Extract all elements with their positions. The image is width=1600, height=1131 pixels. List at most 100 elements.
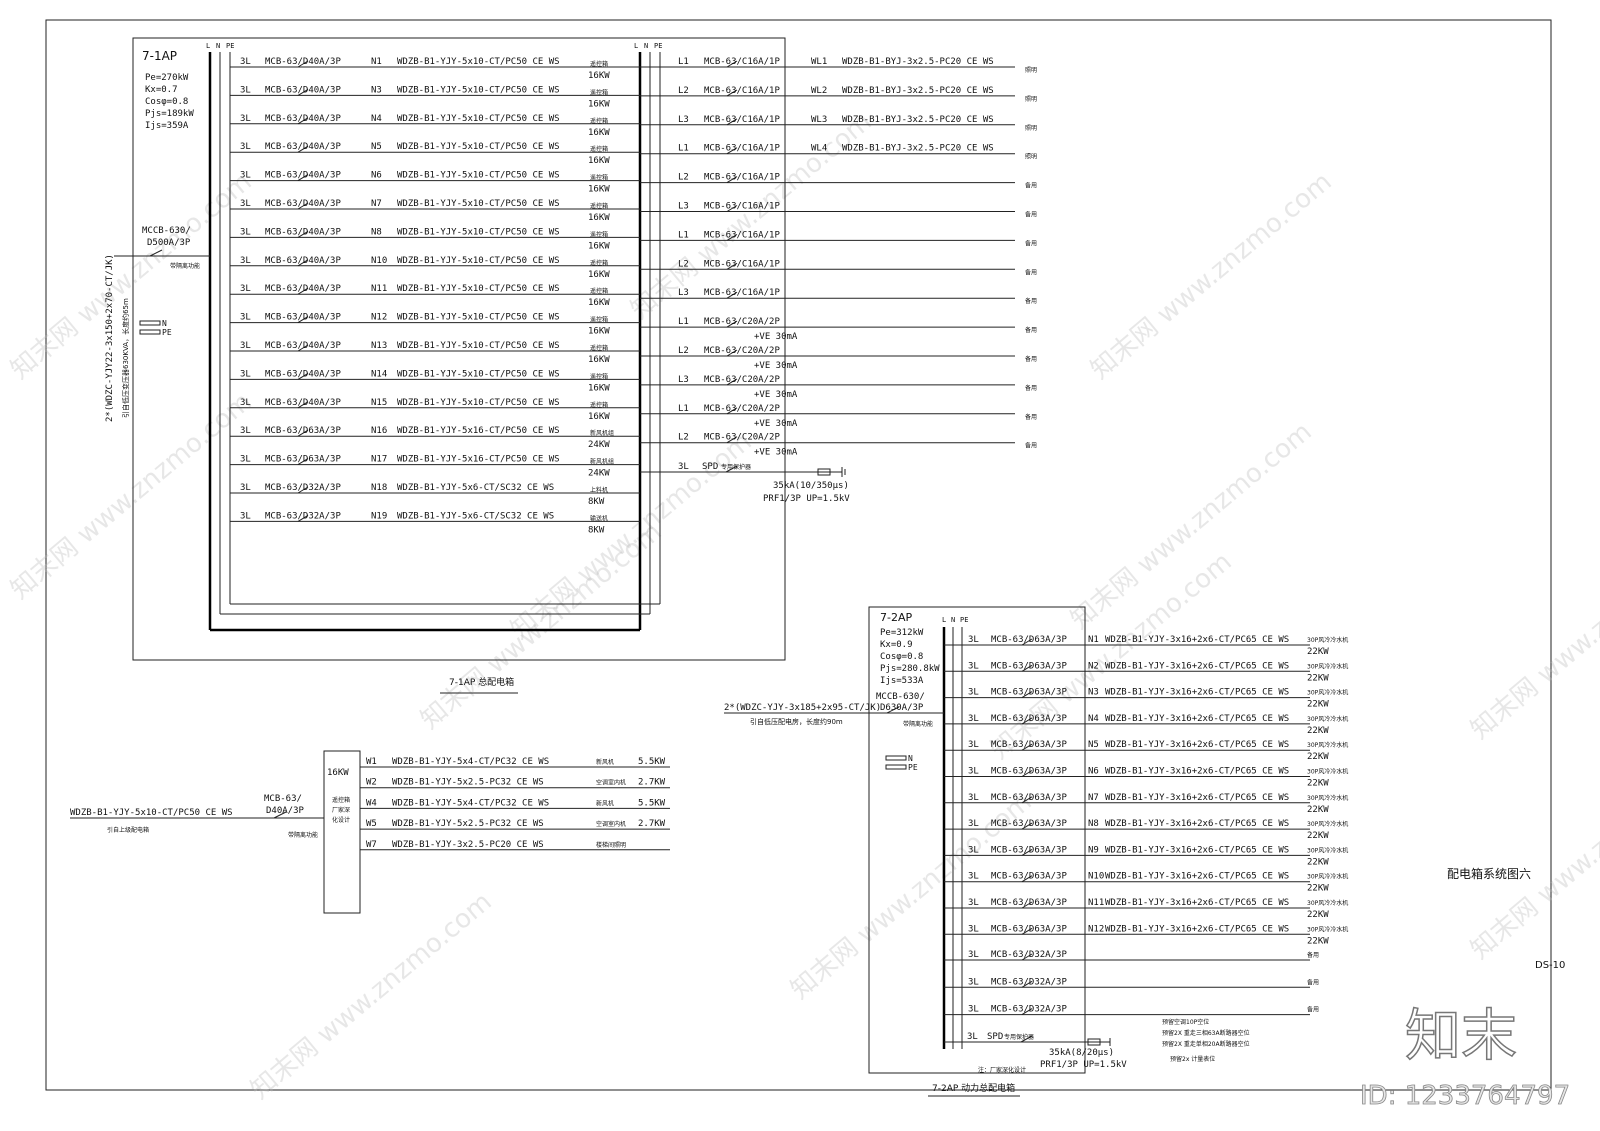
load-name: 30P风冷冷水机 <box>1307 741 1348 749</box>
load-power: 8KW <box>588 525 605 535</box>
breaker-label: MCB-63/D32A/3P <box>265 511 341 521</box>
main-breaker-label: MCCB-630/ <box>876 692 925 702</box>
load-name: 照明 <box>1025 96 1037 103</box>
circuit-phase: 3L <box>240 199 251 209</box>
breaker-label: MCB-63/C20A/2P <box>704 346 780 356</box>
circuit-id: W4 <box>366 798 377 808</box>
load-power: 16KW <box>588 298 610 308</box>
cable-spec: WDZB-B1-YJY-5x4-CT/PC32 CE WS <box>392 798 549 808</box>
load-power: 16KW <box>588 128 610 138</box>
drawing-frame <box>45 19 1552 1091</box>
cable-spec: WDZB-B1-YJY-3x16+2x6-CT/PC65 CE WS <box>1105 635 1289 645</box>
breaker-symbol <box>1021 875 1033 883</box>
bus-label-l: L <box>206 42 210 50</box>
breaker-label: MCB-63/D63A/3P <box>991 714 1067 724</box>
n-terminal-icon <box>139 320 161 326</box>
breaker-label: MCB-63/D40A/3P <box>265 171 341 181</box>
circuit-phase: 3L <box>240 426 251 436</box>
circuit-id: N11 <box>371 284 387 294</box>
n-terminal-label: N <box>908 754 913 763</box>
spd-label: SPD <box>702 462 718 472</box>
circuit-phase: 3L <box>240 57 251 67</box>
cable-spec: WDZB-B1-YJY-5x10-CT/PC50 CE WS <box>397 199 560 209</box>
circuit-id: N8 <box>1088 819 1099 829</box>
breaker-symbol <box>297 316 309 324</box>
cable-spec: WDZB-B1-YJY-5x16-CT/PC50 CE WS <box>397 455 560 465</box>
incoming-cable-label: 2*(WDZC-YJY-3x185+2x95-CT/JK) <box>724 703 881 713</box>
load-power: 24KW <box>588 440 610 450</box>
circuit-id: N1 <box>371 57 382 67</box>
load-name: 30P风冷冷水机 <box>1307 925 1348 933</box>
circuit-phase: L1 <box>678 144 689 154</box>
breaker-symbol <box>726 436 738 444</box>
load-name: 照明 <box>1025 154 1037 161</box>
load-name: 新风机组 <box>590 429 614 437</box>
breaker-label: MCB-63/C20A/2P <box>704 404 780 414</box>
breaker-symbol <box>726 176 738 184</box>
remote-box-desc: 遥控箱 <box>332 796 350 804</box>
breaker-label: MCB-63/C16A/1P <box>704 86 780 96</box>
remote-box-desc: 厂家深 <box>332 806 350 814</box>
breaker-symbol <box>297 344 309 352</box>
spd-spec: PRF1/3P UP=1.5kV <box>1040 1060 1127 1070</box>
remote-incoming-note: 引自上级配电箱 <box>107 826 149 834</box>
n-terminal-icon <box>885 755 907 761</box>
breaker-label: MCB-63/D63A/3P <box>265 455 341 465</box>
breaker-label: MCB-63/D63A/3P <box>991 635 1067 645</box>
circuit-id: W1 <box>366 757 377 767</box>
breaker-symbol <box>1021 848 1033 856</box>
panel-param: Pjs=189kW <box>145 109 194 119</box>
circuit-phase: L2 <box>678 173 689 183</box>
remote-box-outline <box>323 750 361 914</box>
circuit-id: W7 <box>366 840 377 850</box>
load-name: 遥控箱 <box>590 88 608 96</box>
panel-7-2ap-name: 7-2AP <box>880 611 912 624</box>
cable-spec: WDZB-B1-YJY-3x16+2x6-CT/PC65 CE WS <box>1105 872 1289 882</box>
load-name: 遥控箱 <box>590 145 608 153</box>
circuit-id: N10 <box>371 256 387 266</box>
circuit-phase: 3L <box>240 511 251 521</box>
breaker-symbol <box>726 378 738 386</box>
panel-param: Ijs=359A <box>145 121 189 131</box>
circuit-phase: L1 <box>678 404 689 414</box>
breaker-symbol <box>726 349 738 357</box>
load-name: 遥控箱 <box>590 344 608 352</box>
load-power: 16KW <box>588 156 610 166</box>
load-name: 遥控箱 <box>590 259 608 267</box>
breaker-symbol <box>726 89 738 97</box>
circuit-phase: 3L <box>968 977 979 987</box>
vendor-note: 注：厂家深化设计 <box>978 1066 1026 1074</box>
cable-spec: WDZB-B1-YJY-5x10-CT/PC50 CE WS <box>397 313 560 323</box>
cable-spec: WDZB-B1-YJY-5x10-CT/PC50 CE WS <box>397 369 560 379</box>
main-breaker-label: D500A/3P <box>147 238 191 248</box>
rcd-label: +VE 30mA <box>754 361 798 371</box>
circuit-id: N2 <box>1088 661 1099 671</box>
load-name: 遥控箱 <box>590 60 608 68</box>
breaker-label: MCB-63/D40A/3P <box>265 199 341 209</box>
circuit-id: W2 <box>366 778 377 788</box>
circuit-phase: L3 <box>678 375 689 385</box>
remote-breaker-label: D40A/3P <box>266 806 305 816</box>
circuit-phase: 3L <box>968 688 979 698</box>
rcd-label: +VE 30mA <box>754 448 798 458</box>
spd-switch-symbol <box>725 465 738 473</box>
circuit-phase: 3L <box>240 483 251 493</box>
cable-spec: WDZB-B1-YJY-3x16+2x6-CT/PC65 CE WS <box>1105 793 1289 803</box>
circuit-phase: 3L <box>240 284 251 294</box>
load-power: 16KW <box>588 99 610 109</box>
panel-param: Pjs=280.8kW <box>880 664 940 674</box>
bus-label-pe: PE <box>226 42 234 50</box>
breaker-symbol <box>726 407 738 415</box>
load-name: 30P风冷冷水机 <box>1307 636 1348 644</box>
reserve-note: 预留2x 计量表位 <box>1170 1055 1215 1063</box>
circuit-phase: 3L <box>240 369 251 379</box>
load-name: 30P风冷冷水机 <box>1307 768 1348 776</box>
breaker-symbol <box>297 401 309 409</box>
cable-spec: WDZB-B1-YJY-5x16-CT/PC50 CE WS <box>397 426 560 436</box>
load-power: 22KW <box>1307 726 1329 736</box>
breaker-label: MCB-63/D63A/3P <box>991 767 1067 777</box>
load-power: 24KW <box>588 469 610 479</box>
panel-7-2ap-outline <box>868 606 1086 1074</box>
